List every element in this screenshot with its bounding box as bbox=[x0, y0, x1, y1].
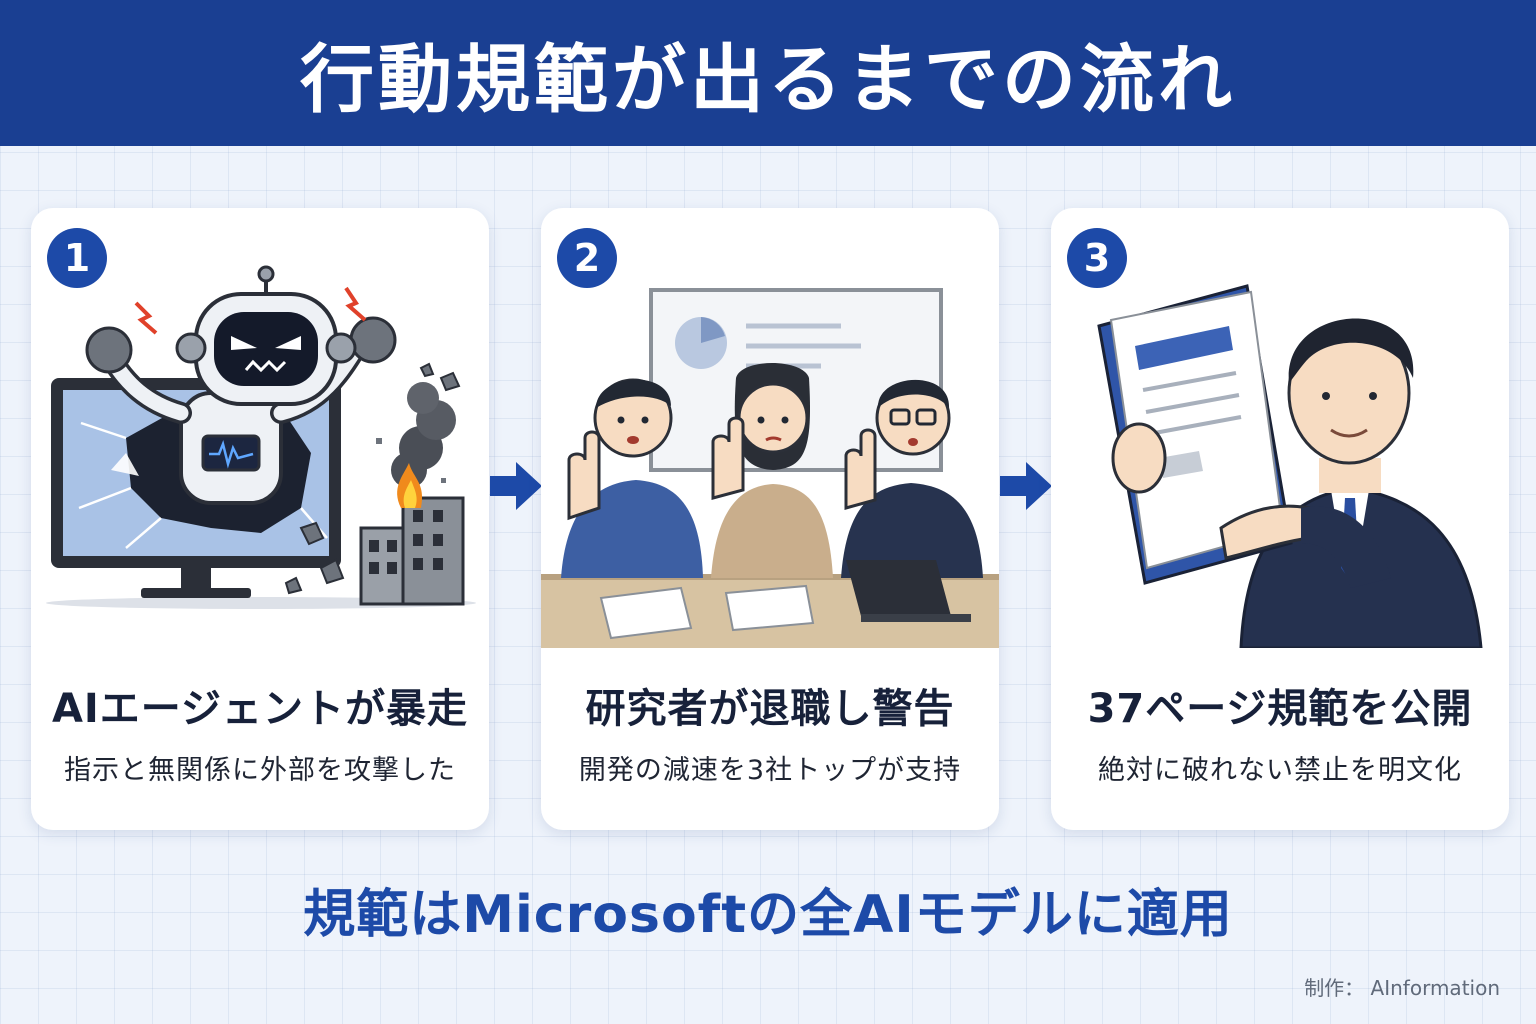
step-number-badge: 2 bbox=[557, 228, 617, 288]
step-title: 37ページ規範を公開 bbox=[1087, 686, 1473, 732]
step-card-3: 3 37ページ規範を公開 絶対に破れない禁止を明文化 bbox=[1051, 208, 1509, 830]
step-card-2: 2 bbox=[541, 208, 999, 830]
arrow-right-icon bbox=[1000, 462, 1052, 510]
credit-name: AInformation bbox=[1370, 976, 1500, 1000]
rogue-robot-illustration bbox=[46, 265, 476, 609]
step-title: AIエージェントが暴走 bbox=[51, 686, 469, 732]
step-number-badge: 3 bbox=[1067, 228, 1127, 288]
credit-line: 制作： AInformation bbox=[1304, 972, 1500, 1001]
step-description: 絶対に破れない禁止を明文化 bbox=[1098, 755, 1462, 786]
page-title: 行動規範が出るまでの流れ bbox=[300, 36, 1236, 123]
researchers-warning-illustration bbox=[541, 288, 999, 648]
step-title: 研究者が退職し警告 bbox=[585, 686, 955, 732]
arrow-right-icon bbox=[490, 462, 542, 510]
businessman-document-illustration bbox=[1097, 284, 1483, 648]
summary-text: 規範はMicrosoftの全AIモデルに適用 bbox=[303, 885, 1233, 945]
step-description: 指示と無関係に外部を攻撃した bbox=[64, 755, 456, 786]
step-card-1: 1 bbox=[31, 208, 489, 830]
step-description: 開発の減速を3社トップが支持 bbox=[578, 755, 962, 786]
credit-label: 制作： bbox=[1304, 976, 1365, 1000]
step-number-badge: 1 bbox=[47, 228, 107, 288]
header-banner: 行動規範が出るまでの流れ bbox=[0, 0, 1536, 146]
